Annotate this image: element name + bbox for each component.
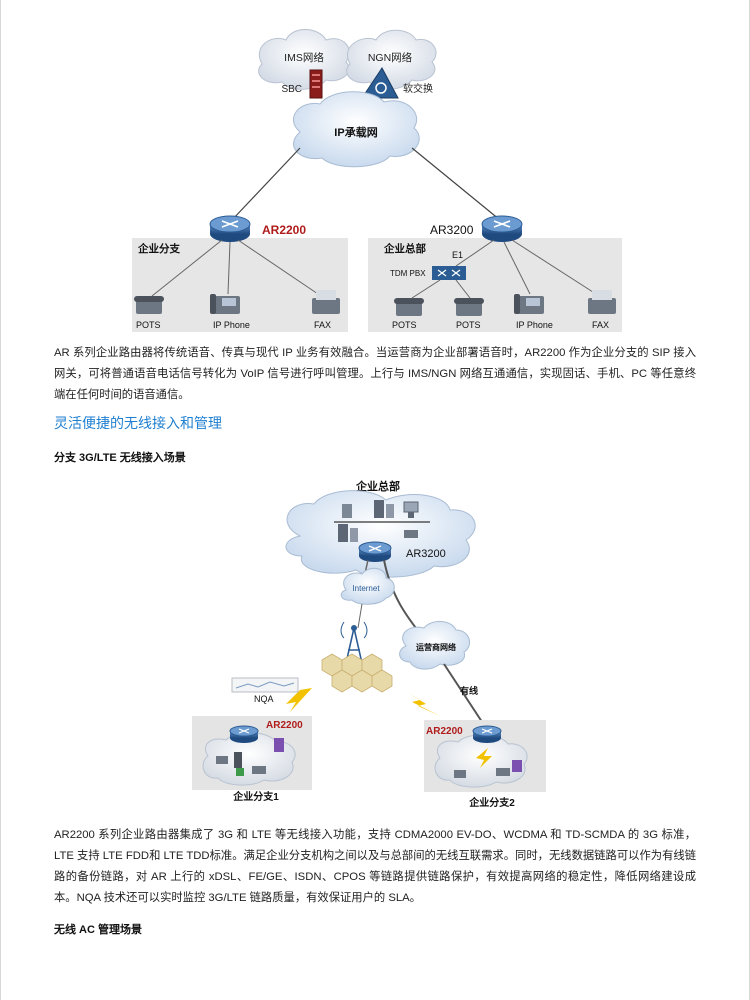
e1-label: E1 [452, 250, 463, 260]
branch-device-label: FAX [314, 320, 331, 330]
hq-device-label: POTS [392, 320, 417, 330]
hq-router-icon [481, 215, 523, 242]
branch-router-label: AR2200 [262, 223, 306, 237]
sbc-device-icon [309, 69, 323, 99]
wireless-description-paragraph: AR2200 系列企业路由器集成了 3G 和 LTE 等无线接入功能，支持 CD… [54, 829, 696, 904]
ip-core-cloud [293, 91, 420, 168]
hq-device-label: FAX [592, 320, 609, 330]
server-icon [374, 500, 394, 518]
hq-router-label: AR3200 [430, 223, 474, 237]
branch2-router-label: AR2200 [426, 726, 463, 737]
nqa-monitor-icon [231, 677, 299, 693]
wireless-link-icon [404, 690, 440, 716]
phone-icon [404, 530, 418, 538]
hq-label: 企业总部 [383, 242, 426, 255]
branch1-label: 企业分支1 [232, 790, 279, 803]
ims-cloud [258, 29, 350, 90]
hq-router-icon [358, 541, 392, 562]
pots-phone-icon [394, 298, 424, 316]
wired-label: 有线 [460, 685, 478, 696]
hq-title: 企业总部 [355, 479, 400, 493]
branch1-router-label: AR2200 [266, 720, 303, 731]
voice-network-diagram: IMS网络 SBC NGN网络 软交换 IP承载网 企业分支 AR2200 [132, 29, 622, 332]
fax-icon [312, 290, 340, 314]
wireless-link-icon [286, 684, 312, 712]
ip-phone-icon [514, 294, 544, 314]
ip-core-label: IP承载网 [334, 125, 377, 139]
voice-description-paragraph: AR 系列企业路由器将传统语音、传真与现代 IP 业务有效融合。当运营商为企业部… [54, 347, 697, 401]
carrier-cloud [399, 621, 471, 670]
branch2-devices [454, 748, 522, 778]
ip-phone-icon [210, 294, 240, 314]
carrier-net-label: 运营商网络 [416, 642, 456, 652]
branch2-label: 企业分支2 [468, 796, 515, 809]
cellular-coverage [321, 653, 393, 693]
sbc-label: SBC [281, 84, 302, 95]
hq-router-label: AR3200 [406, 548, 446, 560]
pc-icon [403, 501, 419, 518]
pots-phone-icon [454, 298, 484, 316]
subhead-branch-wireless: 分支 3G/LTE 无线接入场景 [54, 452, 186, 464]
tdm-pbx-icon [432, 266, 466, 280]
branch-label: 企业分支 [137, 242, 180, 255]
branch1-devices [216, 738, 284, 776]
hq-device-label: POTS [456, 320, 481, 330]
tdm-pbx-label: TDM PBX [390, 269, 426, 278]
subhead-ac-management: 无线 AC 管理场景 [54, 924, 142, 936]
ngn-cloud [346, 29, 437, 90]
branch1-router-icon [229, 725, 259, 743]
fax-icon [588, 290, 616, 314]
internet-cloud [340, 567, 395, 605]
wireless-access-diagram: 企业总部 AR3200 Internet [192, 479, 546, 809]
page-border-left [0, 0, 1, 1000]
pots-phone-icon [134, 296, 164, 314]
ngn-cloud-label: NGN网络 [368, 51, 413, 64]
nqa-label: NQA [254, 694, 274, 704]
ims-cloud-label: IMS网络 [284, 51, 324, 64]
branch1-cloud [202, 732, 296, 786]
internet-label: Internet [352, 584, 380, 593]
branch2-router-icon [472, 725, 502, 743]
cell-tower-icon [340, 621, 368, 673]
branch-device-label: IP Phone [213, 320, 250, 330]
hq-cloud [285, 490, 476, 578]
hq-device-label: IP Phone [516, 320, 553, 330]
section-title: 灵活便捷的无线接入和管理 [54, 415, 222, 431]
branch-router-icon [209, 215, 251, 242]
softswitch-label: 软交换 [403, 82, 433, 95]
server-icon [338, 504, 358, 542]
branch-panel [132, 238, 348, 332]
hq-panel [368, 238, 622, 332]
branch-device-label: POTS [136, 320, 161, 330]
